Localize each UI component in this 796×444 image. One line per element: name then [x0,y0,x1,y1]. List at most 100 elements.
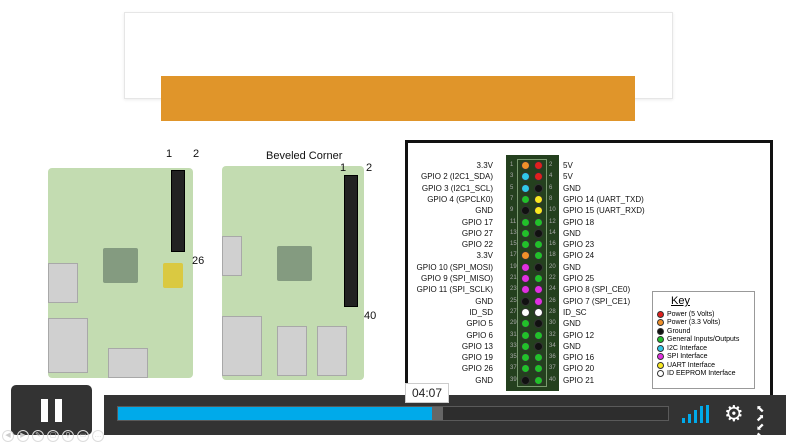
raspberry-pi-model-b-plus-image [222,166,364,380]
pin-number-even: 28 [549,308,556,315]
pin-dot-odd [521,375,530,385]
pin-dot-even [534,217,543,227]
pause-button[interactable] [11,385,92,435]
pin-right-label: GPIO 23 [563,240,595,250]
key-label: UART Interface [667,361,715,369]
pin-left-label: GPIO 6 [466,330,493,340]
pin-right-label: GND [563,341,581,351]
pin-dot-even [534,161,543,170]
seek-bar[interactable] [117,406,669,421]
pin-left-label: GPIO 11 (SPI_SCLK) [416,285,493,295]
pin-dot-odd [521,296,530,306]
pin-right-label: GPIO 12 [563,330,595,340]
page-icon[interactable]: ▭ [77,430,89,442]
pin-left-label: 3.3V [476,251,493,261]
pin-dot-odd [521,240,530,250]
pin-right-label: ID_SC [563,307,587,317]
key-item: SPI Interface [657,353,750,362]
pin-dot-even [534,183,543,193]
pin-number-odd: 9 [510,207,514,214]
key-item: UART Interface [657,361,750,370]
gpio-header-40pin [344,175,358,307]
pin-right-label: GPIO 14 (UART_TXD) [563,194,644,204]
key-color-dot [657,370,664,378]
fullscreen-icon[interactable]: ⬉ ⬈⬋ ⬊ [756,404,765,442]
volume-icon[interactable] [682,405,712,423]
key-item: ID EEPROM Interface [657,370,750,379]
pin-left-label: GPIO 10 (SPI_MOSI) [416,262,493,272]
key-item: I2C Interface [657,344,750,353]
pin-number-odd: 19 [510,263,517,270]
pin-number-even: 32 [549,331,556,338]
key-label: ID EEPROM Interface [667,370,736,378]
gpio-header-26pin [171,170,185,252]
key-title: Key [671,295,690,307]
more-icon[interactable]: … [92,430,104,442]
pin-number-even: 6 [549,184,553,191]
pin-left-label: GPIO 9 (SPI_MISO) [420,274,493,283]
key-color-dot [657,319,664,327]
pin-right-label: GND [563,183,581,193]
pin-row: ID_SD 27 28 ID_SC [408,307,768,318]
slide-toolbar: ◀▶✎▢⚲▭… [2,430,104,442]
pin-dot-odd [521,194,530,204]
pin-dot-odd [521,285,530,295]
pin-right-label: GPIO 20 [563,364,595,374]
pin-number-odd: 27 [510,308,517,315]
key-color-dot [657,336,664,344]
pin-left-label: GPIO 3 (I2C1_SCL) [421,183,493,193]
pin-dot-even [534,319,543,329]
prev-icon[interactable]: ◀ [2,430,14,442]
right-pin-2-label: 2 [366,162,373,174]
right-pin-40-label: 40 [364,310,377,322]
pin-dot-even [534,240,543,250]
pin-number-odd: 17 [510,252,517,259]
settings-gear-icon[interactable]: ⚙ [724,401,744,426]
copy-icon[interactable]: ▢ [47,430,59,442]
pen-icon[interactable]: ✎ [32,430,44,442]
next-icon[interactable]: ▶ [17,430,29,442]
pin-right-label: 5V [563,161,573,170]
pin-number-odd: 37 [510,365,517,372]
key-color-dot [657,327,664,335]
pin-right-label: GPIO 21 [563,375,595,385]
pin-left-label: GPIO 22 [461,240,493,250]
pin-dot-odd [521,217,530,227]
pin-number-even: 12 [549,218,556,225]
pin-number-odd: 3 [510,173,514,180]
pin-dot-even [534,194,543,204]
pin-dot-odd [521,161,530,170]
zoom-icon[interactable]: ⚲ [62,430,74,442]
pin-number-odd: 13 [510,229,517,236]
pin-dot-even [534,228,543,238]
pin-dot-even [534,285,543,295]
key-label: Ground [667,327,691,335]
pin-header-graphic [506,155,559,391]
pin-left-label: ID_SD [469,307,493,317]
slide-orange-banner [161,76,635,121]
pin-right-label: GND [563,319,581,329]
pin-number-even: 14 [549,229,556,236]
key-color-dot [657,353,664,361]
pin-row: GPIO 3 (I2C1_SCL) 5 6 GND [408,183,768,194]
played-range [118,407,432,420]
pin-right-label: GND [563,228,581,238]
pin-number-odd: 21 [510,275,517,281]
pin-left-label: GPIO 13 [461,341,493,351]
pin-number-odd: 35 [510,354,517,361]
pin-left-label: GND [475,296,493,306]
pin-number-odd: 5 [510,184,514,191]
pin-dot-even [534,296,543,306]
time-tooltip: 04:07 [405,383,449,403]
